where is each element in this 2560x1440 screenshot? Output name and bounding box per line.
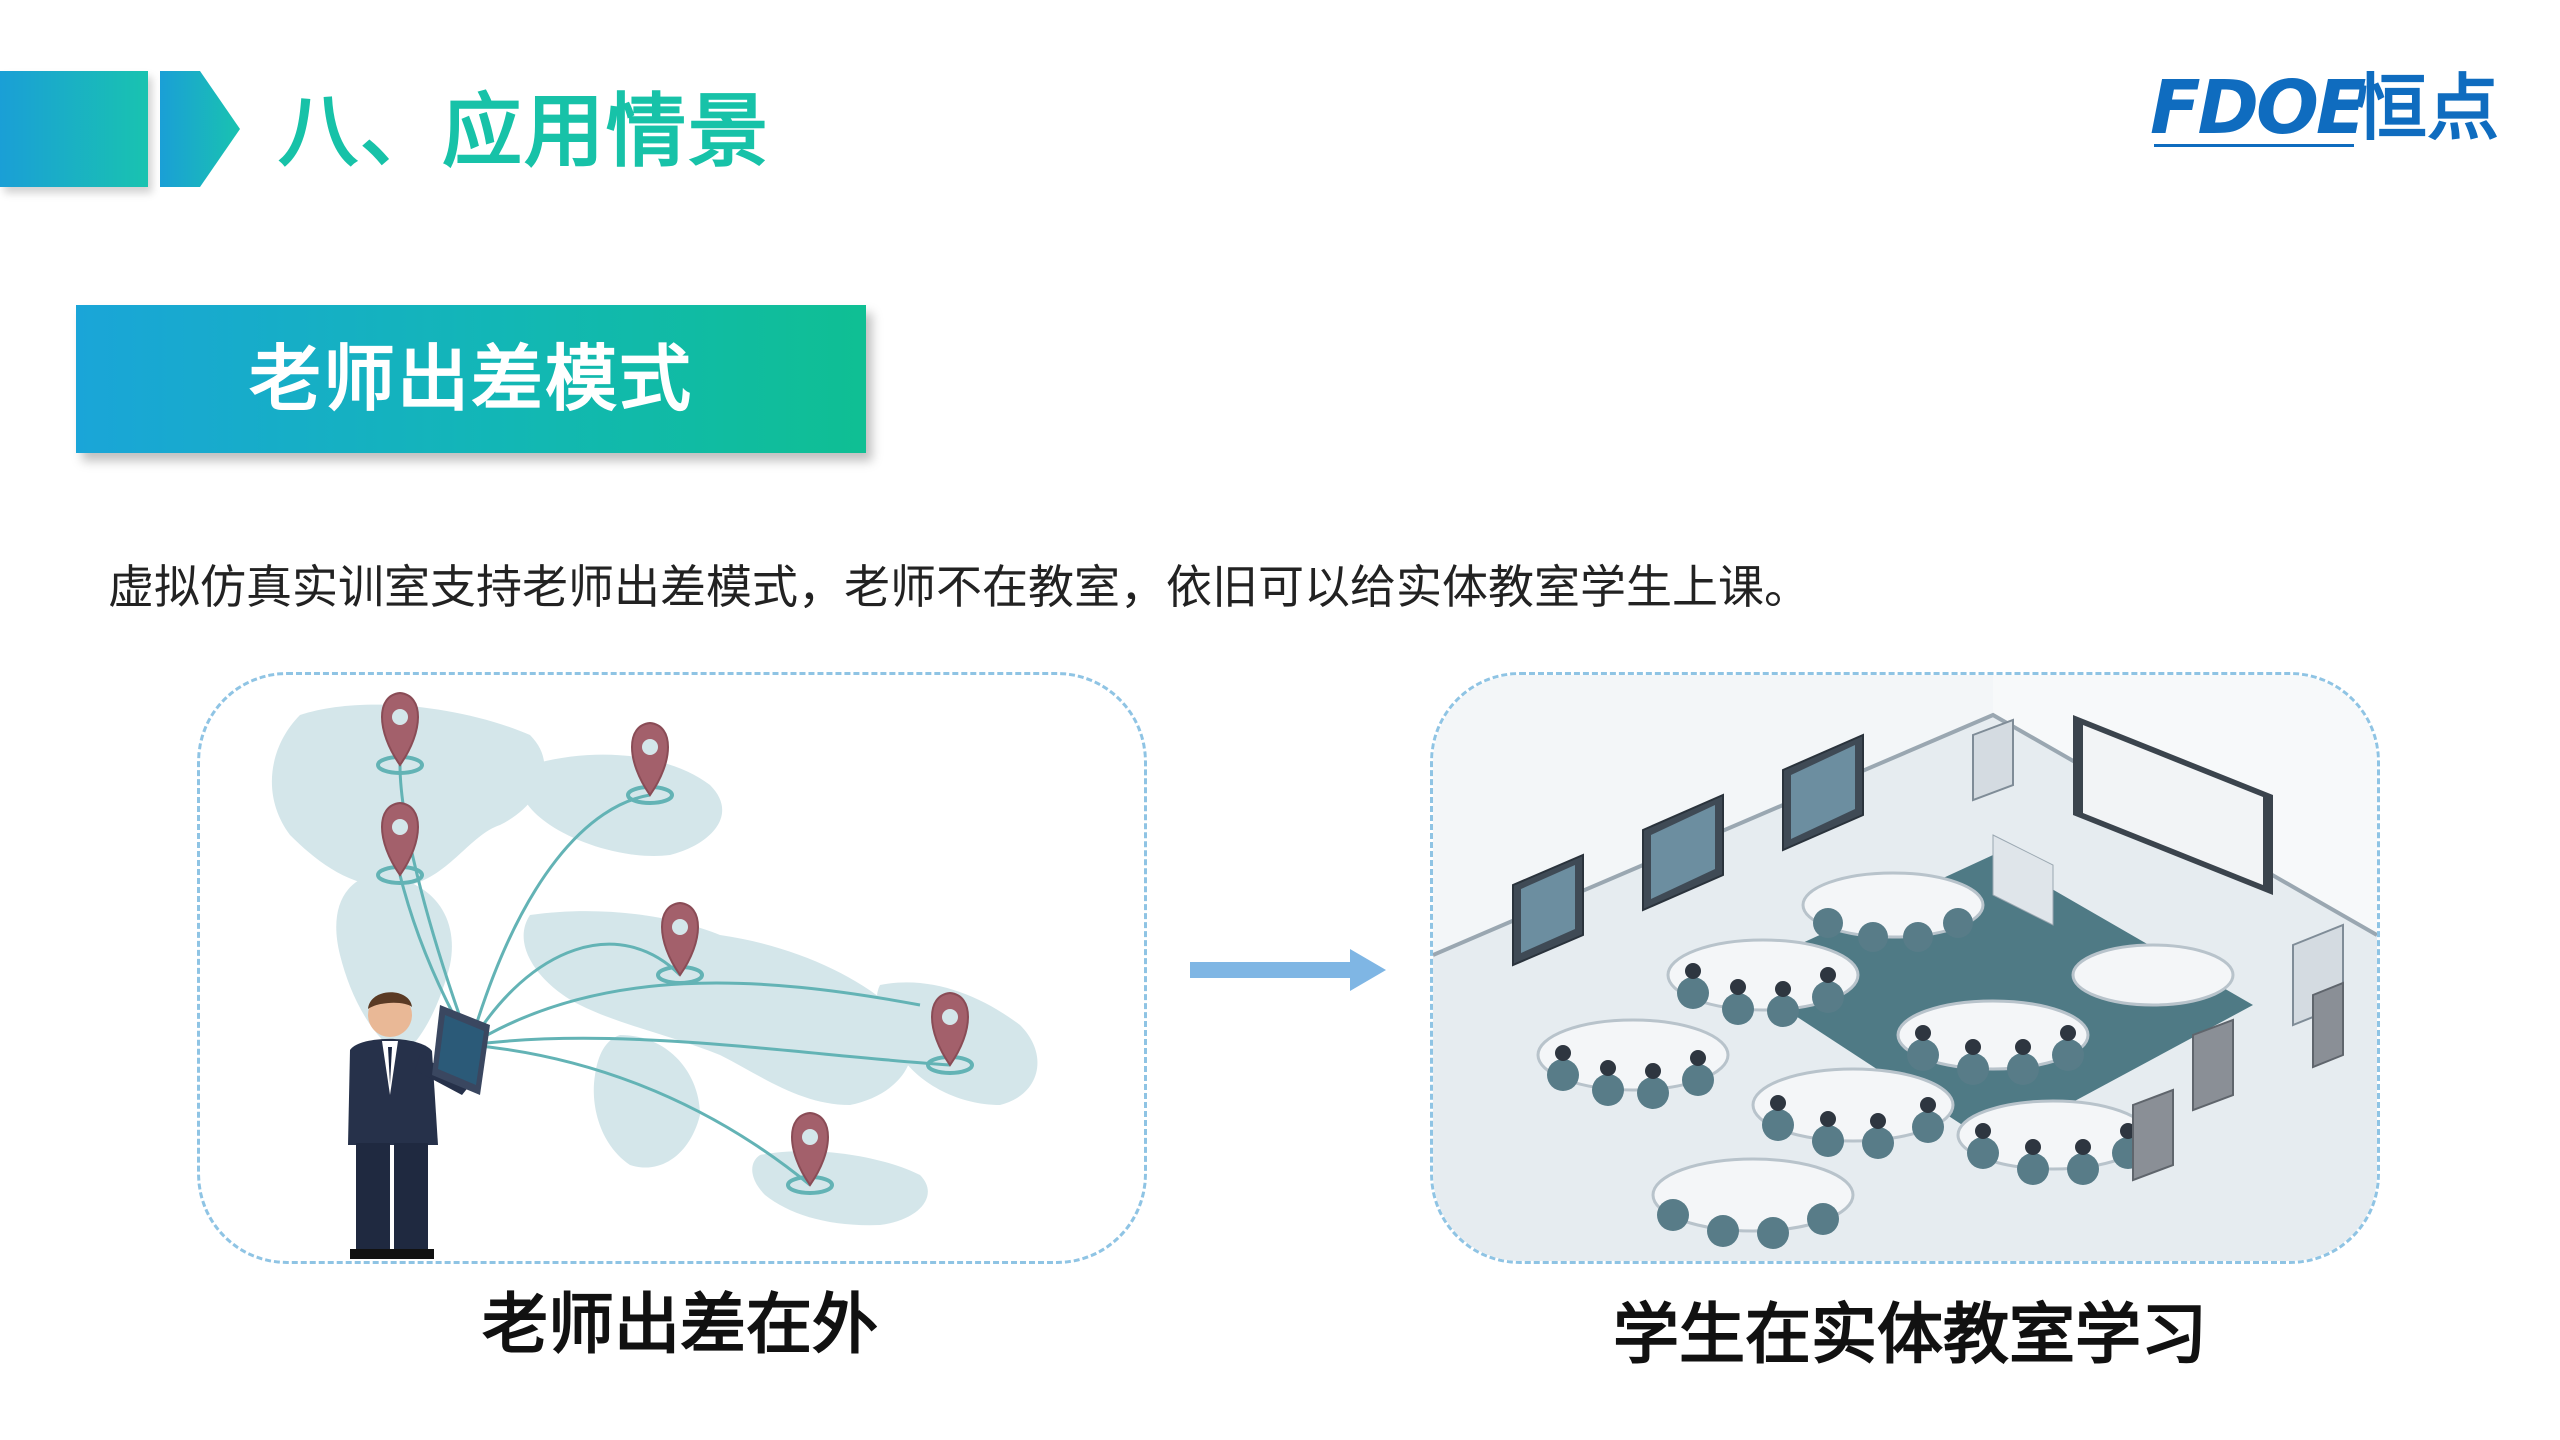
section-tag-label: 老师出差模式 (248, 337, 693, 421)
header-decoration-arrow (160, 71, 240, 187)
right-arrow-icon (1190, 945, 1390, 995)
logo-chinese-text: 恒点 (2355, 66, 2500, 150)
logo-latin-text: FDOE (2150, 65, 2366, 151)
world-map-teacher-illustration (197, 672, 1147, 1264)
caption-left: 老师出差在外 (482, 1286, 878, 1363)
header-decoration-bar (0, 71, 148, 187)
page-title: 八、应用情景 (278, 85, 770, 178)
brand-logo: FDOE 恒点 (2150, 68, 2510, 148)
section-tag: 老师出差模式 (76, 305, 866, 453)
isometric-classroom-illustration (1430, 672, 2380, 1264)
logo-underline (2154, 144, 2354, 147)
caption-right: 学生在实体教室学习 (1613, 1296, 2207, 1373)
description-text: 虚拟仿真实训室支持老师出差模式，老师不在教室，依旧可以给实体教室学生上课。 (108, 560, 1810, 614)
